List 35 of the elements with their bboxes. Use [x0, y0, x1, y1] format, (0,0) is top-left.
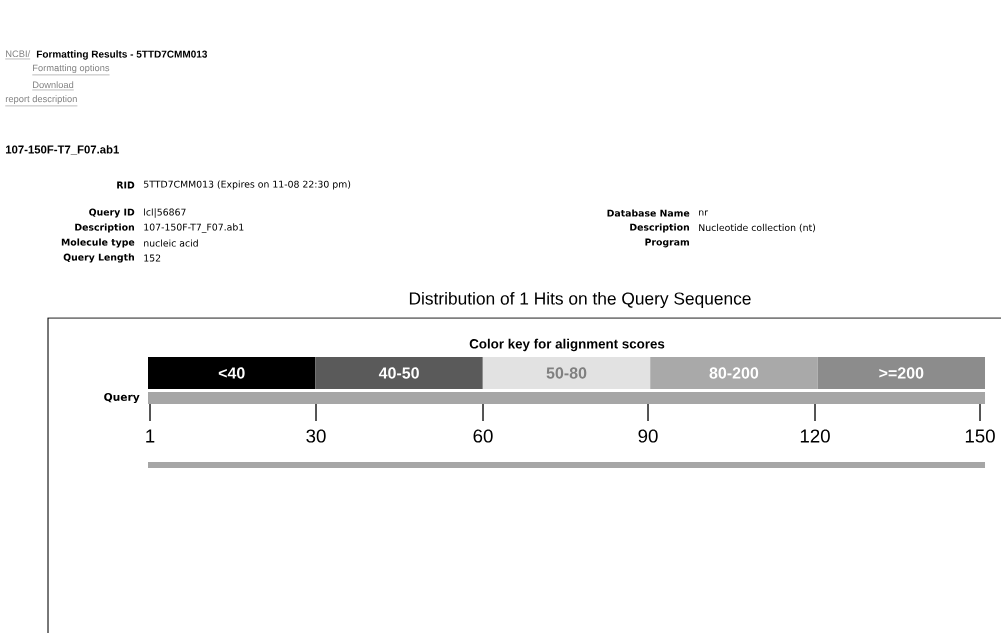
field-value: lcl|56867	[144, 208, 186, 218]
tick-label: 1	[146, 429, 155, 443]
field-value: 152	[144, 254, 161, 262]
color-key-title: Color key for alignment scores	[469, 338, 665, 352]
tick-label: 60	[473, 429, 493, 443]
field-value: 5TTD7CMM013 (Expires on 11-08 22:30 pm)	[144, 180, 351, 190]
field-label: Program	[645, 238, 689, 248]
tick-label: 120	[800, 429, 830, 443]
tick-label: 150	[965, 429, 995, 443]
field-label: Molecule type	[61, 238, 135, 248]
breadcrumb-link: NCBI/	[5, 50, 31, 60]
color-key-label: <40	[218, 367, 245, 379]
link: report description	[5, 95, 78, 107]
link: Formatting options	[32, 64, 110, 76]
field-value: 107-150F-T7_F07.ab1	[144, 223, 244, 233]
field-label: RID	[117, 181, 135, 189]
color-key-label: >=200	[879, 367, 924, 379]
tick-label: 90	[638, 429, 658, 443]
field-label: Query Length	[63, 253, 134, 263]
query-heading: 107-150F-T7_F07.ab1	[6, 145, 119, 155]
field-label: Query ID	[89, 208, 135, 218]
field-label: Description	[630, 223, 689, 233]
tick-label: 30	[306, 429, 326, 443]
field-label: Description	[75, 223, 134, 233]
field-value: nucleic acid	[144, 239, 198, 247]
section-heading: Distribution of 1 Hits on the Query Sequence	[409, 291, 751, 309]
link: Download	[32, 81, 75, 91]
field-value: nr	[699, 210, 708, 216]
field-value: Nucleotide collection (nt)	[699, 223, 816, 233]
axis-label: Query	[104, 392, 140, 404]
field-label: Database Name	[607, 209, 690, 217]
color-key-label: 40-50	[378, 367, 419, 379]
color-key-label: 80-200	[709, 367, 759, 379]
color-key-label: 50-80	[546, 367, 587, 379]
page-heading: Formatting Results - 5TTD7CMM013	[36, 50, 208, 60]
